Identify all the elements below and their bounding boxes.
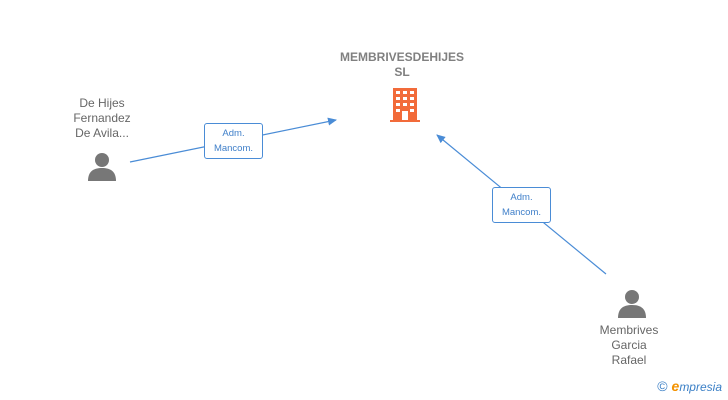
relation-label[interactable]: Adm. Mancom. (492, 187, 551, 223)
brand-logo: empresia (672, 378, 722, 394)
brand-initial: e (671, 378, 680, 394)
person-name-line: De Hijes (79, 96, 125, 110)
relation-label-line: Adm. (510, 192, 533, 203)
person-name-membrives[interactable]: Membrives Garcia Rafael (569, 323, 689, 368)
brand-rest: mpresia (679, 380, 722, 394)
person-name-line: Rafael (611, 353, 647, 367)
person-name-de-hijes[interactable]: De Hijes Fernandez De Avila... (42, 96, 162, 141)
company-name[interactable]: MEMBRIVESDEHIJES SL (302, 50, 502, 80)
relation-label-line: Adm. (222, 128, 245, 139)
person-name-line: De Avila... (75, 126, 129, 140)
copyright-icon: © (657, 378, 668, 394)
person-icon[interactable] (617, 288, 647, 318)
footer-brand[interactable]: © empresia (657, 378, 722, 394)
company-name-line2: SL (394, 65, 410, 79)
person-name-line: Garcia (611, 338, 647, 352)
person-name-line: Membrives (599, 323, 659, 337)
relation-label-line: Mancom. (501, 207, 542, 218)
relation-label[interactable]: Adm. Mancom. (204, 123, 263, 159)
building-icon[interactable] (388, 86, 422, 122)
person-icon[interactable] (87, 151, 117, 181)
person-name-line: Fernandez (73, 111, 131, 125)
relation-label-line: Mancom. (213, 143, 254, 154)
company-name-line1: MEMBRIVESDEHIJES (339, 50, 465, 64)
